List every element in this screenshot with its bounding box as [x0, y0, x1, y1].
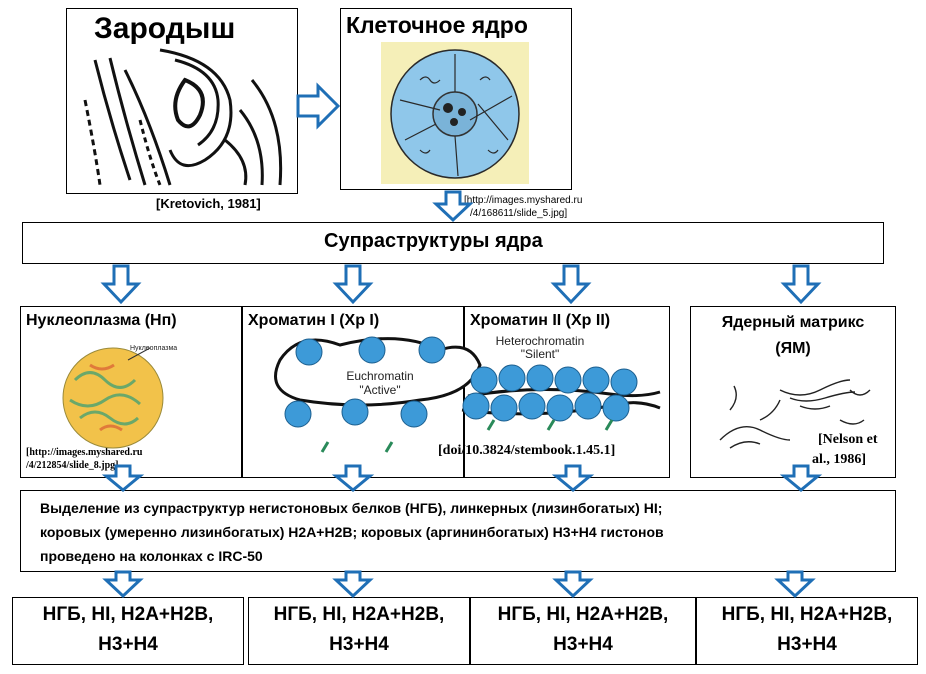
nucleoplasm-title: Нуклеоплазма (Нп): [26, 312, 177, 329]
matrix-citation-line2: al., 1986]: [812, 452, 867, 467]
result-2-line2: Н3+Н4: [329, 634, 389, 655]
embryo-title: Зародыш: [94, 12, 236, 45]
matrix-title-line1: Ядерный матрикс: [721, 314, 865, 331]
chromatin2-panel: [464, 306, 670, 478]
result-2-line1: НГБ, НI, Н2А+Н2В,: [273, 604, 445, 625]
arrow-method-to-result-3: [552, 570, 594, 599]
arrow-to-nucleoplasm: [100, 264, 142, 305]
method-line3: проведено на колонках с IRC-50: [40, 548, 263, 564]
arrow-method-to-result-2: [332, 570, 374, 599]
arrow-method-to-result-1: [102, 570, 144, 599]
method-line1: Выделение из супраструктур негистоновых …: [40, 500, 663, 516]
nucleus-citation-line1: [http://images.myshared.ru: [464, 195, 583, 206]
result-3-line2: Н3+Н4: [553, 634, 613, 655]
method-line2: коровых (умеренно лизинбогатых) Н2А+Н2В;…: [40, 524, 664, 540]
arrow-to-chromatin1: [332, 264, 374, 305]
arrow-embryo-to-nucleus: [296, 82, 341, 130]
suprastructures-label: Супраструктуры ядра: [324, 230, 543, 252]
nucleus-title: Клеточное ядро: [346, 12, 528, 38]
result-4-line2: Н3+Н4: [777, 634, 837, 655]
chromatin2-title: Хроматин II (Хр II): [470, 312, 611, 329]
suprastructures-bar: [22, 222, 884, 264]
nucleoplasm-citation-line2: /4/212854/slide_8.jpg]: [26, 460, 119, 471]
method-box: [20, 490, 896, 572]
result-4-line1: НГБ, НI, Н2А+Н2В,: [721, 604, 893, 625]
chromatin1-panel: [242, 306, 464, 478]
matrix-title-line2: (ЯМ): [775, 340, 811, 357]
result-1-line1: НГБ, НI, Н2А+Н2В,: [42, 604, 214, 625]
arrow-method-to-result-4: [774, 570, 816, 599]
result-3-line1: НГБ, НI, Н2А+Н2В,: [497, 604, 669, 625]
embryo-citation: [Kretovich, 1981]: [156, 196, 261, 211]
nucleoplasm-citation-line1: [http://images.myshared.ru: [26, 447, 143, 458]
result-box-1: [12, 597, 244, 665]
matrix-citation-line1: [Nelson et: [818, 432, 878, 447]
result-1-line2: Н3+Н4: [98, 634, 158, 655]
arrow-to-matrix: [780, 264, 822, 305]
nucleus-citation-line2: /4/168611/slide_5.jpg]: [470, 208, 568, 219]
chromatin1-title: Хроматин I (Хр I): [248, 312, 380, 329]
arrow-to-chromatin2: [550, 264, 592, 305]
